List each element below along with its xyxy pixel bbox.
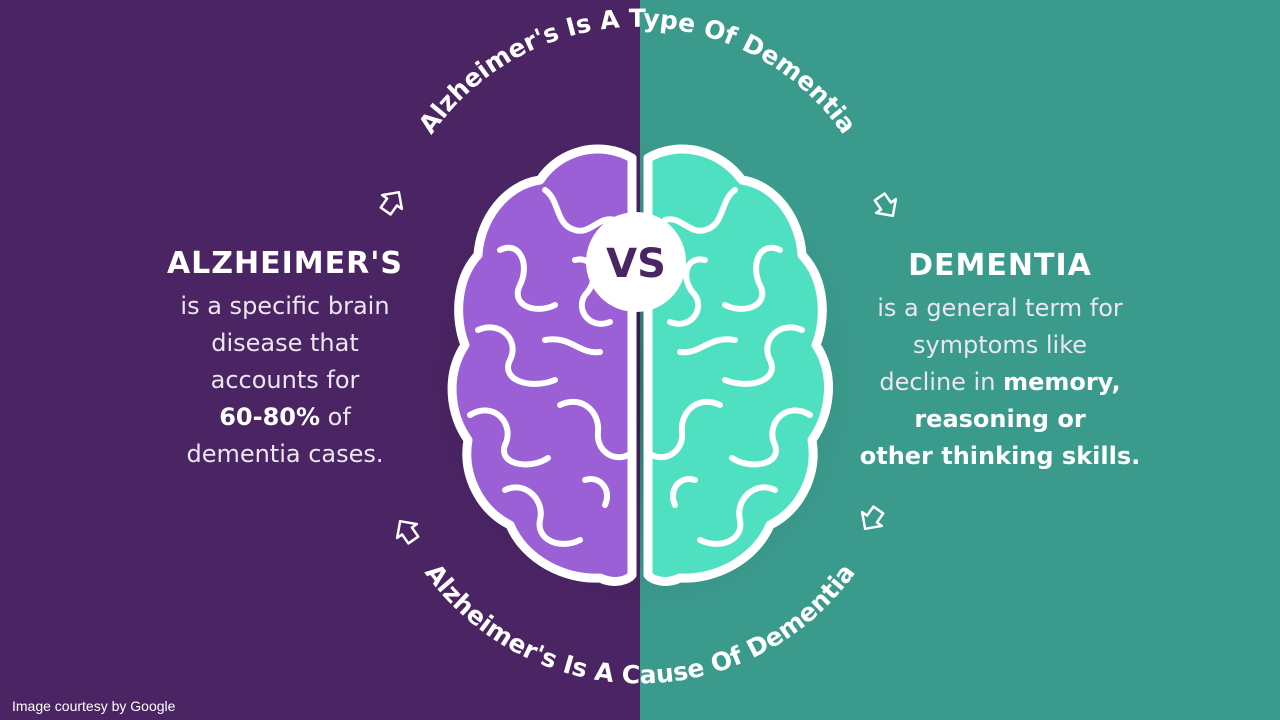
dementia-line: symptoms like	[912, 331, 1088, 359]
dementia-reasoning: reasoning or	[914, 405, 1086, 433]
image-credit: Image courtesy by Google	[12, 698, 176, 714]
alzheimers-line: disease that	[211, 329, 359, 357]
alzheimers-stat: 60-80%	[219, 403, 321, 431]
dementia-thinking-skills: other thinking skills.	[859, 442, 1141, 470]
brain-left-folds	[467, 187, 631, 547]
dementia-memory: memory,	[1003, 368, 1121, 396]
alzheimers-line: dementia cases.	[186, 440, 384, 468]
dementia-heading: DEMENTIA	[908, 248, 1092, 283]
arrow-icon	[379, 190, 404, 216]
dementia-line3-prefix: decline in	[879, 368, 1004, 396]
dementia-line: is a general term for	[877, 294, 1123, 322]
brain-right-half	[643, 144, 833, 586]
alzheimers-description: ALZHEIMER'S is a specific brain disease …	[130, 246, 440, 473]
arrow-icon	[395, 519, 420, 545]
alzheimers-stat-suffix: of	[320, 403, 351, 431]
arrow-icon	[860, 505, 885, 531]
brain-right-folds	[649, 187, 813, 547]
top-arc-label: Alzheimer's Is A Type Of Dementia	[413, 4, 862, 139]
alzheimers-line: accounts for	[210, 366, 360, 394]
dementia-description: DEMENTIA is a general term for symptoms …	[830, 248, 1170, 475]
alzheimers-heading: ALZHEIMER'S	[166, 246, 404, 281]
vs-label: VS	[606, 241, 666, 287]
alzheimers-stat-line: 60-80% of	[130, 399, 440, 436]
vs-badge	[586, 212, 686, 312]
dementia-line: decline in memory,	[830, 364, 1170, 401]
alzheimers-line: is a specific brain	[180, 292, 390, 320]
top-arc-text: Alzheimer's Is A Type Of Dementia	[413, 4, 862, 139]
arrow-icon	[873, 192, 898, 218]
